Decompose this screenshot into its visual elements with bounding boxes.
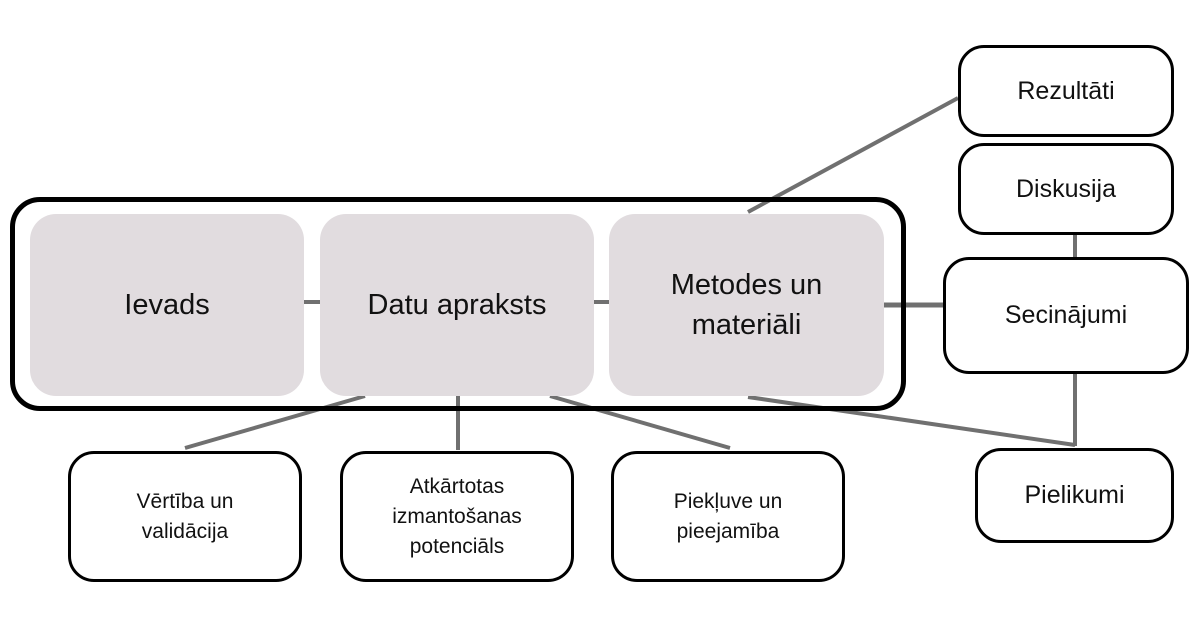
node-piekluve: Piekļuve un pieejamība: [611, 451, 845, 582]
main-group-frame: [10, 197, 906, 411]
node-rezultati: Rezultāti: [958, 45, 1174, 137]
node-label: Metodes un materiāli: [670, 269, 823, 341]
connector-datu-piekluve: [549, 394, 731, 450]
node-label: Pielikumi: [1024, 481, 1125, 509]
node-atkartotas: Atkārtotas izmantošanas potenciāls: [340, 451, 574, 582]
connector-datu-vertiba: [184, 394, 366, 450]
node-datu-apraksts: Datu apraksts: [320, 214, 594, 396]
node-label: Secinājumi: [1004, 301, 1128, 329]
node-label: Rezultāti: [1017, 76, 1115, 105]
node-diskusija: Diskusija: [958, 143, 1174, 235]
node-metodes: Metodes un materiāli: [609, 214, 884, 396]
node-label: Datu apraksts: [367, 289, 547, 321]
node-label: Vērtība un validācija: [136, 489, 234, 543]
node-vertiba: Vērtība un validācija: [68, 451, 302, 582]
connector-metodes-pielikumi: [747, 395, 1076, 447]
node-label: Atkārtotas izmantošanas potenciāls: [392, 474, 522, 558]
node-label: Diskusija: [1015, 174, 1117, 203]
node-pielikumi: Pielikumi: [975, 448, 1174, 543]
node-label: Piekļuve un pieejamība: [673, 489, 783, 543]
connector-metodes-rezultati: [747, 96, 959, 214]
node-secinajumi: Secinājumi: [943, 257, 1189, 374]
node-label: Ievads: [124, 289, 210, 321]
node-ievads: Ievads: [30, 214, 304, 396]
